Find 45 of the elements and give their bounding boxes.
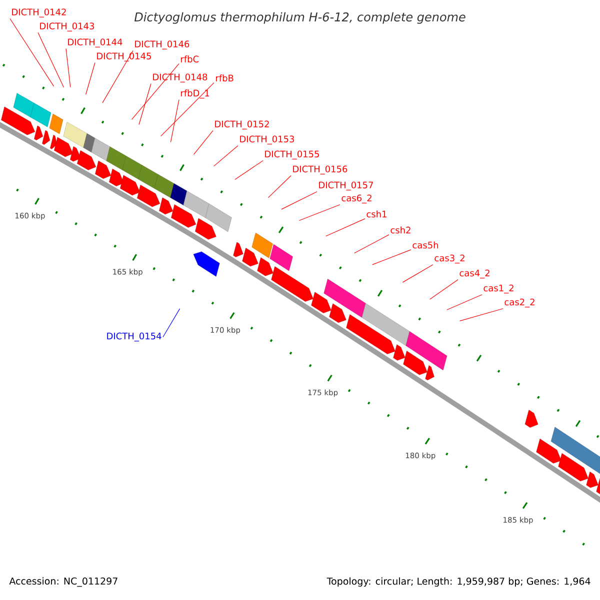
gene-label: DICTH_0155 — [265, 150, 319, 160]
gene-label: rfbB — [216, 74, 234, 82]
leader-line — [326, 218, 366, 236]
gene-label: DICTH_0156 — [293, 166, 348, 174]
leader-line — [138, 83, 152, 125]
leader-line — [38, 32, 64, 88]
leader-line — [162, 308, 180, 338]
leader-line — [193, 130, 214, 155]
leader-line — [160, 82, 214, 136]
leader-line — [132, 63, 180, 120]
gene-label: cas3_2 — [434, 254, 464, 264]
gene-label: cas2_2 — [504, 298, 534, 308]
leader-line — [446, 294, 482, 310]
leader-line — [402, 264, 434, 283]
leader-line — [268, 175, 292, 198]
leader-line — [372, 249, 412, 265]
gene-label: DICTH_0142 — [12, 8, 66, 18]
gene-label: DICTH_0154 — [107, 332, 162, 342]
gene-label: csh2 — [390, 226, 410, 234]
footer-text: Accession: NC_011297 — [9, 577, 118, 587]
gene-label: DICTH_0157 — [319, 182, 373, 190]
leader-line — [86, 62, 96, 95]
leader-line — [66, 48, 71, 88]
gene-label: cas5h — [412, 242, 438, 248]
leader-line — [170, 99, 180, 142]
gene-label: DICTH_0146 — [135, 40, 190, 50]
title-text: Dictyoglomus thermophilum H-6-12, complete genome — [134, 12, 466, 24]
leader-line — [460, 308, 504, 322]
leader-line — [298, 204, 340, 221]
gene-label: csh1 — [366, 210, 386, 218]
leader-line — [234, 160, 264, 180]
footer-text: Topology: circular; Length: 1,959,987 bp; Genes: 1,964 — [326, 577, 590, 587]
gene-label: cas4_2 — [460, 270, 490, 278]
leader-line — [214, 145, 238, 166]
leader-line — [354, 234, 390, 254]
leader-line — [281, 191, 318, 210]
gene-label: DICTH_0152 — [215, 120, 269, 130]
gene-label: DICTH_0144 — [68, 38, 122, 48]
leader-line — [430, 279, 458, 300]
gene-label: cas1_2 — [484, 284, 514, 294]
gene-label: rfbC — [181, 56, 199, 62]
gene-label: DICTH_0153 — [240, 136, 294, 144]
leader-line — [10, 18, 54, 87]
gene-label: DICTH_0143 — [40, 22, 94, 32]
gene-label: cas6_2 — [342, 194, 372, 204]
